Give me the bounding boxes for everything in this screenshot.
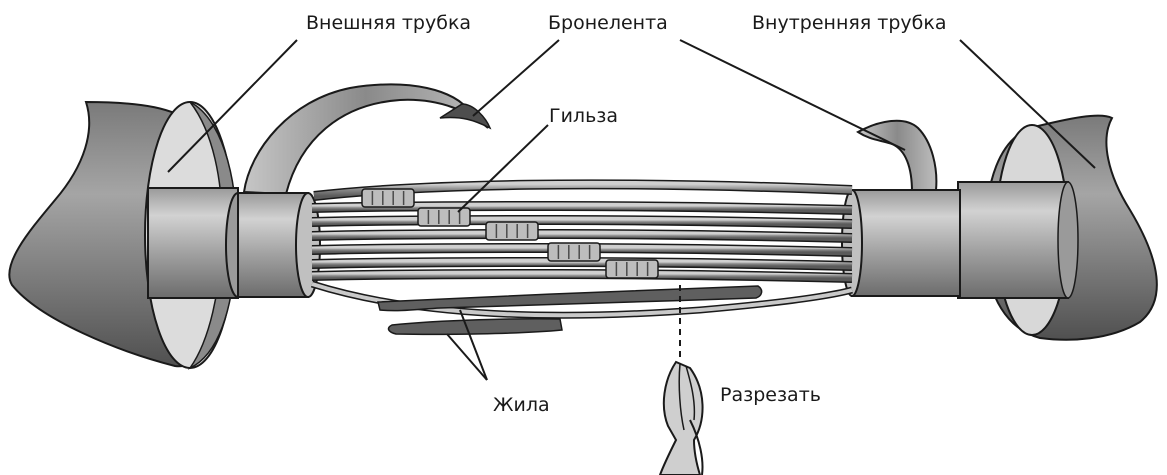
sleeve — [548, 243, 600, 261]
label-armor-tape: Бронелента — [548, 14, 668, 33]
right-outer-tube — [958, 116, 1157, 340]
label-core: Жила — [493, 396, 550, 415]
sleeve — [486, 222, 538, 240]
sleeve — [606, 260, 658, 278]
wire — [312, 220, 852, 224]
left-outer-tube — [9, 102, 238, 368]
sleeve — [418, 208, 470, 226]
armor-tape-right — [858, 121, 936, 192]
wire — [312, 234, 852, 238]
sleeve — [362, 189, 414, 207]
label-inner-tube: Внутренняя трубка — [752, 14, 946, 33]
label-sleeve: Гильза — [549, 107, 618, 126]
wire — [312, 274, 852, 278]
inner-tube-right — [842, 190, 960, 296]
armor-tape-left — [244, 84, 490, 194]
label-outer-tube: Внешняя трубка — [306, 14, 471, 33]
inner-tube-left — [226, 193, 320, 297]
cutting-pliers-icon — [660, 362, 703, 475]
label-cut: Разрезать — [720, 386, 821, 405]
wire — [312, 262, 852, 266]
